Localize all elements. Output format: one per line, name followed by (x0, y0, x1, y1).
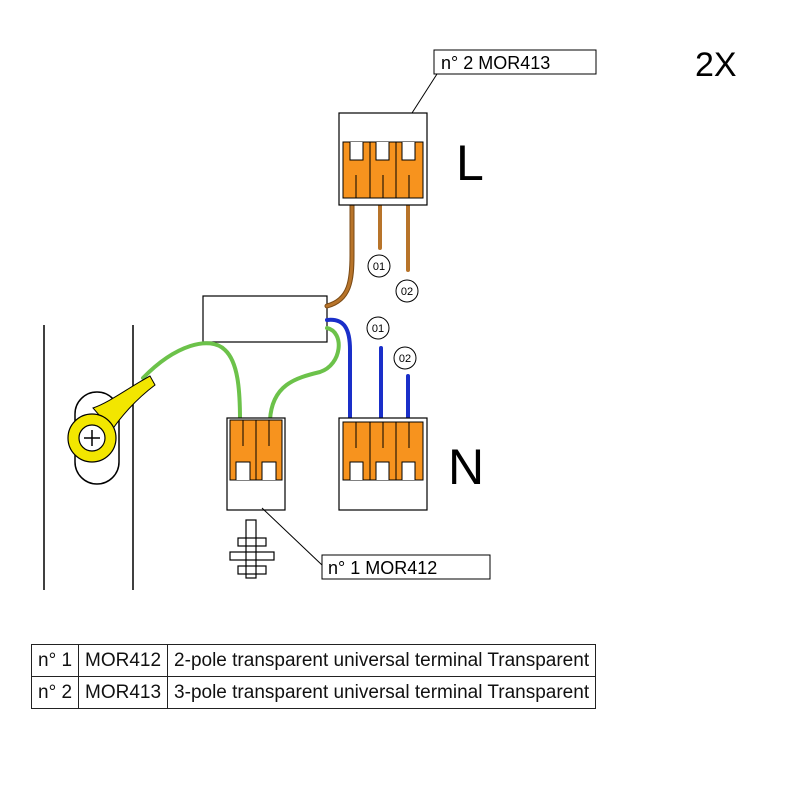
earth-symbol (229, 519, 275, 579)
svg-text:02: 02 (399, 353, 411, 365)
parts-table: n° 1 MOR412 2-pole transparent universal… (30, 644, 597, 709)
circle-badge-02-neutral: 02 (393, 346, 417, 370)
green-wire-fixture (268, 326, 341, 422)
callout-2-leader (411, 73, 438, 114)
earth-screw-lug (67, 375, 156, 485)
part-description-cell: 3-pole transparent universal terminal Tr… (167, 676, 597, 709)
part-number-cell: n° 1 (30, 644, 80, 677)
terminal-mor413-line (338, 112, 428, 206)
callout-1-text: n° 1 MOR412 (328, 558, 437, 578)
callout-1-leader (261, 507, 323, 566)
part-number-cell: n° 2 (30, 676, 80, 709)
part-description-cell: 2-pole transparent universal terminal Tr… (167, 644, 597, 677)
neutral-label: N (448, 439, 484, 495)
blue-wire-fixture (325, 317, 352, 420)
circle-badge-01-neutral: 01 (366, 316, 390, 340)
part-code-cell: MOR413 (78, 676, 169, 709)
part-code-cell: MOR412 (78, 644, 169, 677)
callout-2-text: n° 2 MOR413 (441, 53, 550, 73)
line-label: L (456, 135, 484, 191)
circle-badge-01-line: 01 (367, 254, 391, 278)
green-wire-earth-screw (141, 341, 242, 422)
table-row: n° 1 MOR412 2-pole transparent universal… (30, 644, 597, 677)
fixture-junction-box (202, 295, 328, 343)
svg-text:02: 02 (401, 286, 413, 298)
callout-2-box (433, 49, 597, 75)
terminal-mor413-neutral (338, 417, 428, 511)
svg-text:01: 01 (372, 323, 384, 335)
svg-text:01: 01 (373, 261, 385, 273)
quantity-label: 2X (695, 46, 737, 84)
terminal-mor412-earth (226, 417, 286, 511)
circle-badge-02-line: 02 (395, 279, 419, 303)
brown-wire-fixture-core (325, 203, 354, 308)
callout-1-box (321, 554, 491, 580)
table-row: n° 2 MOR413 3-pole transparent universal… (30, 676, 597, 709)
